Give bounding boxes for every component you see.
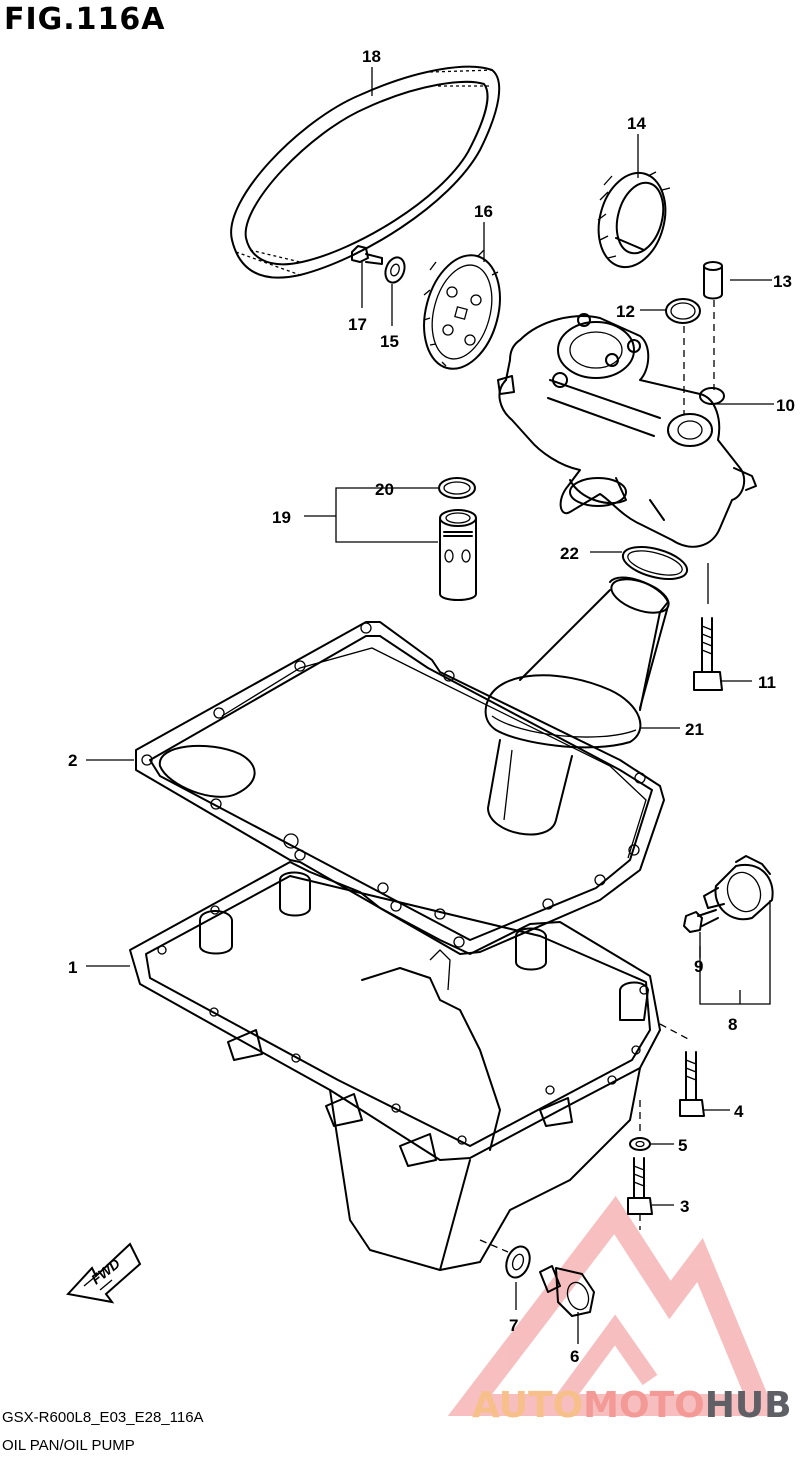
section-name: OIL PAN/OIL PUMP — [2, 1437, 135, 1454]
callout-18: 18 — [362, 47, 381, 66]
drain-plug-part-6 — [539, 1265, 595, 1317]
callouts: 18 14 16 13 12 17 15 10 20 19 22 11 21 2… — [68, 47, 795, 1366]
callout-22: 22 — [560, 544, 579, 563]
o-ring-part-12 — [665, 298, 701, 324]
callout-3: 3 — [680, 1197, 689, 1216]
oil-pipe-part-19 — [439, 509, 477, 601]
washer-part-15 — [384, 256, 406, 284]
callout-11: 11 — [758, 673, 776, 692]
watermark-hub: HUB — [705, 1385, 792, 1426]
oil-pan-part-1 — [129, 861, 661, 1271]
oil-pressure-switch-part-8 — [703, 855, 774, 921]
dowel-pin-part-13 — [703, 261, 723, 300]
oil-pump-part-10 — [497, 313, 757, 548]
bolt-part-17 — [351, 245, 383, 265]
fwd-arrow-icon: FWD — [66, 1242, 142, 1304]
callout-15: 15 — [380, 332, 399, 351]
o-ring-part-22 — [621, 546, 689, 580]
bolt-part-9 — [683, 909, 719, 933]
callout-5: 5 — [678, 1136, 687, 1155]
gasket-part-7 — [505, 1245, 531, 1279]
watermark-text: AUTOMOTOHUB — [472, 1385, 792, 1426]
callout-2: 2 — [68, 751, 77, 770]
watermark-logo — [447, 1195, 777, 1416]
gasket-part-2 — [135, 621, 665, 955]
bolt-part-11 — [693, 617, 723, 691]
callout-14: 14 — [627, 114, 646, 133]
callout-9: 9 — [694, 957, 703, 976]
callout-10: 10 — [776, 396, 795, 415]
watermark-moto: MOTO — [583, 1385, 705, 1426]
watermark-auto: AUTO — [472, 1385, 583, 1426]
callout-19: 19 — [272, 508, 291, 527]
callout-17: 17 — [348, 315, 367, 334]
callout-4: 4 — [734, 1102, 744, 1121]
callout-8: 8 — [728, 1015, 737, 1034]
sprocket-part-14 — [597, 171, 671, 269]
callout-20: 20 — [375, 480, 394, 499]
leader-lines — [86, 67, 774, 1344]
callout-7: 7 — [509, 1316, 518, 1335]
washer-part-5 — [629, 1137, 651, 1151]
callout-6: 6 — [570, 1347, 579, 1366]
figure-title: FIG.116A — [4, 2, 166, 37]
model-code: GSX-R600L8_E03_E28_116A — [2, 1409, 204, 1426]
oil-strainer-part-21 — [484, 576, 670, 836]
callout-13: 13 — [773, 272, 792, 291]
sprocket-part-16 — [423, 249, 501, 370]
watermark-text-row: AUTOMOTOHUB — [472, 1385, 792, 1426]
callout-21: 21 — [685, 720, 704, 739]
callout-1: 1 — [68, 958, 77, 977]
callout-12: 12 — [616, 302, 635, 321]
bolt-part-3 — [627, 1157, 653, 1215]
bolt-part-4 — [679, 1051, 705, 1117]
cam-chain-part-18 — [230, 65, 501, 279]
o-ring-part-20 — [438, 477, 476, 499]
callout-16: 16 — [474, 202, 493, 221]
